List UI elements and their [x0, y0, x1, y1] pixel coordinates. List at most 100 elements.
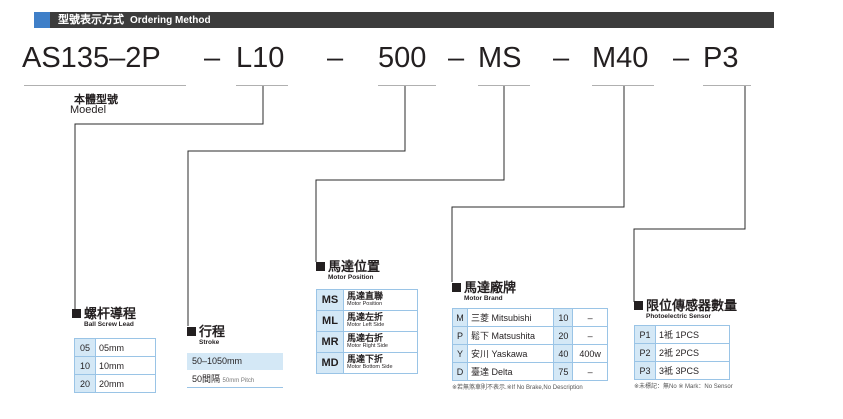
table-cell: 2袛 2PCS	[655, 343, 730, 362]
table-cell: P	[452, 326, 468, 345]
model-underline	[24, 85, 186, 86]
motor-position-en: Motor Bottom Side	[347, 364, 393, 370]
table-cell: 1袛 1PCS	[655, 325, 730, 344]
lead-underline	[236, 85, 288, 86]
stroke-underline	[378, 85, 436, 86]
table-cell: –	[572, 326, 608, 345]
table-cell: D	[452, 362, 468, 381]
motor-position-cn: 馬達下折	[347, 354, 384, 364]
code-dash-3: –	[448, 42, 465, 74]
motor-position-bullet	[316, 262, 325, 271]
motor-position-en: Motor Position	[347, 301, 383, 307]
table-cell: MR	[316, 331, 344, 353]
code-model: AS135–2P	[22, 42, 161, 74]
table-cell: 20mm	[95, 374, 156, 393]
stroke-heading: 行程 Stroke	[187, 324, 225, 346]
motor-brand-heading: 馬達廠牌 Motor Brand	[452, 280, 516, 302]
header-title-cn: 型號表示方式	[58, 14, 124, 26]
table-cell: P1	[634, 325, 656, 344]
table-cell: 10mm	[95, 356, 156, 375]
motor-brand-subtitle: Motor Brand	[464, 295, 503, 302]
stroke-title: 行程	[199, 324, 226, 339]
ball-screw-subtitle: Ball Screw Lead	[84, 321, 134, 328]
motor-position-title: 馬達位置	[328, 259, 381, 274]
code-dash-4: –	[553, 42, 570, 74]
motor-position-cn: 馬達左折	[347, 312, 384, 322]
sensor-title: 限位傳感器數量	[646, 298, 738, 313]
sensor-bullet	[634, 301, 643, 310]
motor-brand-connector	[451, 86, 625, 282]
table-cell: P3	[634, 361, 656, 380]
code-motor-brand: M40	[592, 42, 649, 74]
table-cell: –	[572, 308, 608, 327]
table-cell: M	[452, 308, 468, 327]
motor-brand-bullet	[452, 283, 461, 292]
motor-position-heading: 馬達位置 Motor Position	[316, 259, 380, 281]
motor-position-en: Motor Right Side	[347, 343, 388, 349]
table-cell: ML	[316, 310, 344, 332]
table-cell: 鬆下 Matsushita	[466, 326, 555, 345]
code-sensor: P3	[703, 42, 739, 74]
motor-brand-note: ※若無煞車則不表示.※If No Brake,No Description	[452, 385, 583, 391]
stroke-pitch-en: 50mm Pitch	[222, 378, 255, 384]
table-cell: 3袛 3PCS	[655, 361, 730, 380]
table-cell: 10	[74, 356, 96, 375]
motor-brand-title: 馬達廠牌	[464, 280, 517, 295]
table-cell: 安川 Yaskawa	[466, 344, 555, 363]
table-cell: 05mm	[95, 338, 156, 357]
motor-position-cn: 馬達右折	[347, 333, 384, 343]
header-accent	[34, 12, 50, 28]
table-cell: 05	[74, 338, 96, 357]
table-cell: 20	[553, 326, 574, 345]
model-label-en: Moedel	[70, 104, 107, 116]
stroke-range: 50–1050mm	[187, 353, 283, 370]
table-cell: 400w	[572, 344, 608, 363]
code-stroke: 500	[378, 42, 427, 74]
table-cell: 10	[553, 308, 574, 327]
ball-screw-heading: 螺杆導程 Ball Screw Lead	[72, 306, 136, 328]
ball-screw-bullet	[72, 309, 81, 318]
motor-position-connector	[315, 86, 505, 262]
code-lead: L10	[236, 42, 285, 74]
motor-position-underline	[478, 85, 530, 86]
stroke-pitch: 50間隔	[192, 374, 221, 384]
lead-connector	[74, 86, 264, 310]
ball-screw-title: 螺杆導程	[84, 306, 137, 321]
table-cell: MS	[316, 289, 344, 311]
sensor-underline	[703, 85, 751, 86]
header-title-en: Ordering Method	[130, 15, 211, 26]
motor-brand-underline	[592, 85, 654, 86]
motor-position-subtitle: Motor Position	[328, 274, 374, 281]
table-cell: 20	[74, 374, 96, 393]
model-label-cn: 本體型號	[74, 94, 118, 106]
table-cell: 三菱 Mitsubishi	[466, 308, 555, 327]
sensor-connector	[633, 86, 746, 302]
table-cell: –	[572, 362, 608, 381]
sensor-heading: 限位傳感器數量 Photoelectric Sensor	[634, 298, 737, 320]
header-title: 型號表示方式 Ordering Method	[58, 12, 211, 28]
code-motor-position: MS	[478, 42, 522, 74]
stroke-connector	[187, 86, 406, 326]
table-cell: MD	[316, 352, 344, 374]
table-cell: Y	[452, 344, 468, 363]
table-cell: 臺達 Delta	[466, 362, 555, 381]
